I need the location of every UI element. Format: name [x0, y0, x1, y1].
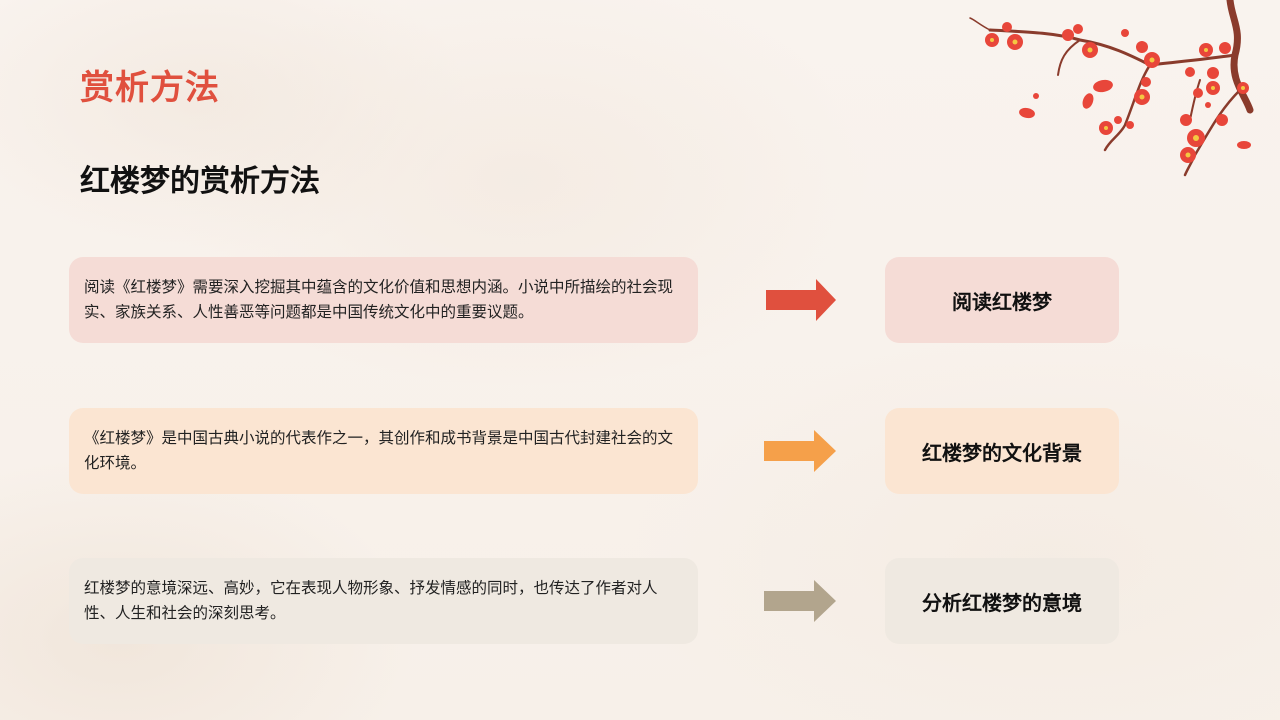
page-title: 赏析方法 — [80, 68, 220, 108]
right-arrow-icon — [764, 408, 838, 494]
description-box: 红楼梦的意境深远、高妙，它在表现人物形象、抒发情感的同时，也传达了作者对人性、人… — [69, 558, 698, 644]
plum-blossom-icon — [969, 0, 1254, 177]
method-row-background: 《红楼梦》是中国古典小说的代表作之一，其创作和成书背景是中国古代封建社会的文化环… — [0, 408, 1280, 494]
label-box: 阅读红楼梦 — [885, 257, 1119, 343]
section-heading: 红楼梦的赏析方法 — [80, 164, 320, 199]
label-text: 阅读红楼梦 — [952, 289, 1052, 314]
right-arrow-icon — [764, 257, 838, 343]
method-row-artistic-conception: 红楼梦的意境深远、高妙，它在表现人物形象、抒发情感的同时，也传达了作者对人性、人… — [0, 558, 1280, 644]
method-row-reading: 阅读《红楼梦》需要深入挖掘其中蕴含的文化价值和思想内涵。小说中所描绘的社会现实、… — [0, 257, 1280, 343]
description-text: 《红楼梦》是中国古典小说的代表作之一，其创作和成书背景是中国古代封建社会的文化环… — [84, 429, 674, 472]
label-text: 红楼梦的文化背景 — [922, 440, 1082, 465]
description-text: 阅读《红楼梦》需要深入挖掘其中蕴含的文化价值和思想内涵。小说中所描绘的社会现实、… — [84, 278, 674, 321]
description-box: 《红楼梦》是中国古典小说的代表作之一，其创作和成书背景是中国古代封建社会的文化环… — [69, 408, 698, 494]
label-box: 分析红楼梦的意境 — [885, 558, 1119, 644]
label-text: 分析红楼梦的意境 — [922, 590, 1082, 615]
description-text: 红楼梦的意境深远、高妙，它在表现人物形象、抒发情感的同时，也传达了作者对人性、人… — [84, 579, 658, 622]
label-box: 红楼梦的文化背景 — [885, 408, 1119, 494]
right-arrow-icon — [764, 558, 838, 644]
description-box: 阅读《红楼梦》需要深入挖掘其中蕴含的文化价值和思想内涵。小说中所描绘的社会现实、… — [69, 257, 698, 343]
